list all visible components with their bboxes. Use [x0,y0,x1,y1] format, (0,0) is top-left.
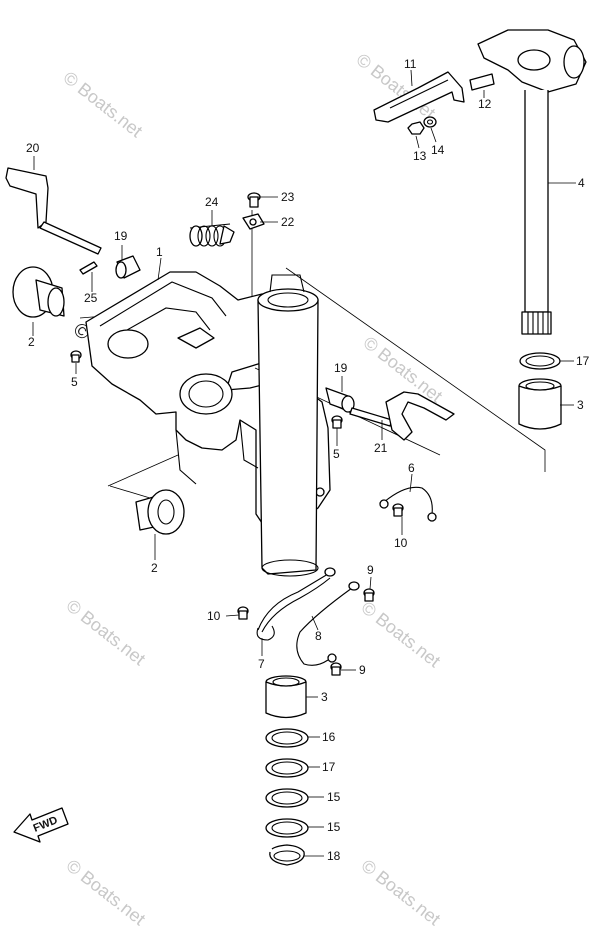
callout-23: 23 [281,190,295,204]
callout-24: 24 [205,195,219,209]
part-16-washer [265,728,309,748]
callout-10-right: 10 [394,536,408,550]
callout-4: 4 [578,176,585,190]
callout-20: 20 [26,141,40,155]
callout-1: 1 [156,245,163,259]
leader-lines [32,69,576,857]
callout-2-lower: 2 [151,561,158,575]
part-3-bushing-upper [518,378,562,430]
callout-16: 16 [322,730,336,744]
watermark: © Boats.net [358,855,445,929]
part-17-ring-lower [265,758,309,778]
part-5-bolt-left [70,350,82,363]
part-23-bolt [247,192,261,208]
callout-15-lower: 15 [327,820,341,834]
part-1-swivel-bracket [85,271,331,577]
callout-17-lower: 17 [322,760,336,774]
part-15-washer-lower [265,818,309,838]
callout-9-upper: 9 [367,563,374,577]
callout-21: 21 [374,441,388,455]
part-8-wire [296,581,360,666]
part-12-screw [469,73,495,91]
callout-12: 12 [478,97,492,111]
part-9-bolt-upper [363,588,375,602]
watermark: © Boats.net [63,855,150,929]
part-15-washer-upper [265,788,309,808]
part-20-lever [5,167,102,255]
callout-5-right: 5 [333,447,340,461]
part-25-pin [79,261,98,275]
part-2-bushing-lower [135,489,185,535]
callout-7: 7 [258,657,265,671]
callout-14: 14 [431,143,445,157]
part-14-washer [423,116,437,128]
part-21-lever [349,391,455,441]
fwd-arrow-icon: FWD [13,807,69,843]
part-9-bolt-lower [330,662,342,676]
callout-8: 8 [315,629,322,643]
part-5-bolt-right [331,415,343,429]
callout-25: 25 [84,291,98,305]
callout-10-left: 10 [207,609,221,623]
callout-19-left: 19 [114,229,128,243]
callout-6: 6 [408,461,415,475]
callout-17-upper: 17 [576,354,590,368]
watermark: © Boats.net [358,597,445,671]
part-18-circlip [269,844,305,866]
part-7-wire [256,567,336,641]
part-22-clip [242,213,265,230]
part-13-nut [407,121,425,135]
part-17-ring-upper [519,352,561,370]
part-3-bushing-lower [265,675,307,719]
watermark: © Boats.net [60,67,147,141]
callout-11: 11 [404,57,417,71]
callout-18: 18 [327,849,341,863]
callout-19-right: 19 [334,361,348,375]
callout-15-upper: 15 [327,790,341,804]
part-6-ground-wire [379,486,437,522]
part-19-bushing-left [115,255,141,279]
watermarks: © Boats.net © Boats.net © Boats.net © Bo… [60,49,447,929]
part-4-steering-shaft [477,29,587,335]
part-2-bushing-upper [12,266,65,318]
callout-3-lower: 3 [321,690,328,704]
part-24-spring [189,223,235,247]
callout-22: 22 [281,215,295,229]
part-11-bracket [373,71,465,123]
callout-13: 13 [413,149,427,163]
callout-2-upper: 2 [28,335,35,349]
callout-9-lower: 9 [359,663,366,677]
callout-3-upper: 3 [577,398,584,412]
callout-5-left: 5 [71,375,78,389]
watermark: © Boats.net [63,595,150,669]
part-10-bolt-left [237,606,249,620]
callouts: 1 2 2 3 3 4 5 5 6 7 8 9 9 10 10 11 12 13… [26,57,590,863]
